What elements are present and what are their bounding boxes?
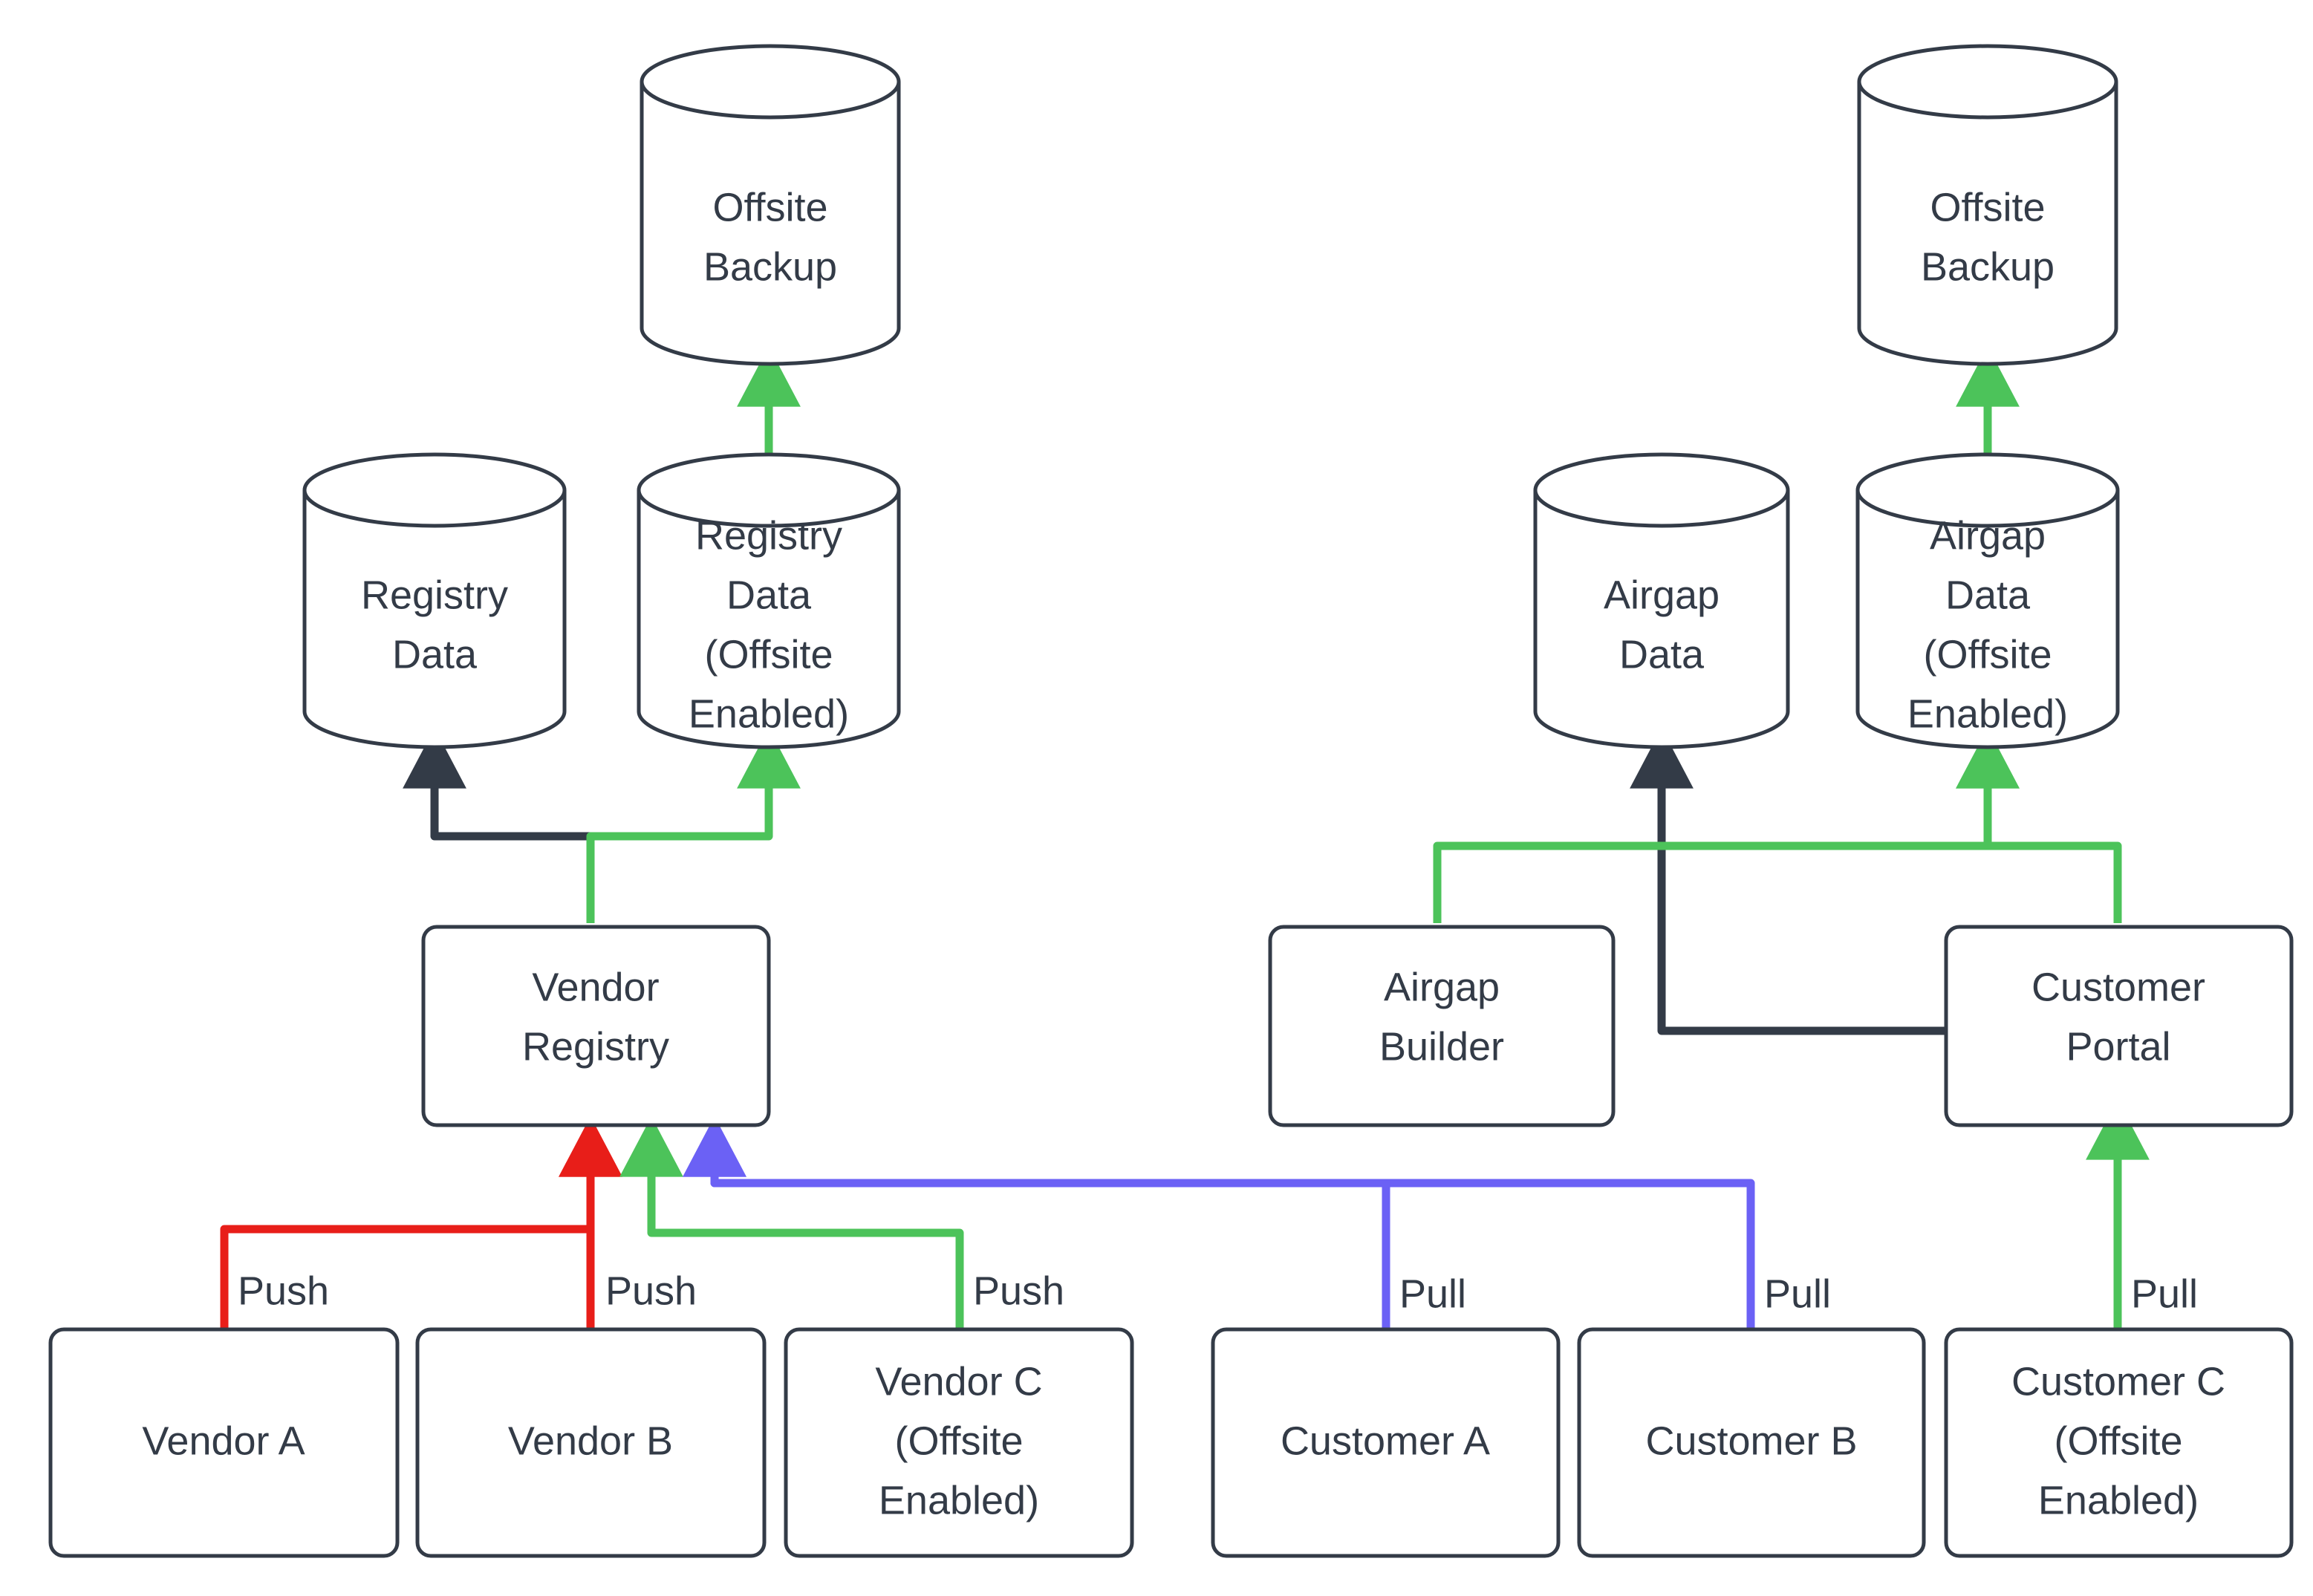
node-label: Enabled) [1907,691,2068,736]
node-airgap-builder[interactable]: Airgap Builder [1268,925,1616,1127]
node-label: Registry [522,1024,669,1069]
node-label: Customer A [1281,1419,1490,1463]
edge-label-pull-3: Pull [2131,1271,2198,1316]
node-label: Registry [695,513,842,558]
node-vendor-a[interactable]: Vendor A [48,1327,400,1558]
node-label: Enabled) [2038,1478,2199,1522]
node-registry-data-offsite[interactable]: Registry Data (Offsite Enabled) [637,452,901,749]
node-label: Portal [2066,1024,2170,1069]
node-label: Registry [361,573,508,617]
node-label: Data [392,632,478,677]
node-airgap-data[interactable]: Airgap Data [1533,452,1790,749]
node-customer-b[interactable]: Customer B [1577,1327,1926,1558]
node-label: Customer B [1645,1419,1857,1463]
node-vendor-registry[interactable]: Vendor Registry [421,925,771,1127]
edge-label-push-1: Push [238,1268,329,1313]
node-label: Airgap [1930,513,2046,558]
node-label: (Offsite [2054,1419,2182,1463]
edge-airgap-builder-to-airgap-data-offsite [1433,728,2020,923]
node-label: Backup [1921,244,2055,289]
node-label: Customer [2031,965,2205,1009]
edge-customer-portal-to-airgap-data-offsite [1956,728,2122,923]
node-label: Vendor A [142,1419,305,1463]
edge-vendor-registry-to-registry-data [403,728,595,923]
edge-vendor-registry-to-registry-data-offsite [586,728,801,923]
edge-customer-b-pull [683,1116,1755,1329]
edge-label-pull-1: Pull [1399,1271,1466,1316]
node-label: (Offsite [894,1419,1023,1463]
node-customer-c[interactable]: Customer C (Offsite Enabled) [1944,1327,2294,1558]
node-label: Enabled) [689,691,849,736]
node-customer-portal[interactable]: Customer Portal [1944,925,2294,1127]
node-label: Data [726,573,812,617]
edge-customer-portal-to-airgap-data [1630,728,1946,1035]
node-label: Offsite [712,185,827,229]
node-label: Vendor B [508,1419,673,1463]
node-offsite-backup-left[interactable]: Offsite Backup [640,44,901,366]
node-vendor-b[interactable]: Vendor B [415,1327,767,1558]
node-label: (Offsite [704,632,833,677]
node-registry-data[interactable]: Registry Data [302,452,567,749]
edge-label-push-3: Push [973,1268,1064,1313]
node-label: Customer C [2011,1359,2225,1404]
node-label: (Offsite [1923,632,2052,677]
node-label: Vendor [532,965,659,1009]
node-label: Backup [703,244,837,289]
node-vendor-c[interactable]: Vendor C (Offsite Enabled) [784,1327,1134,1558]
node-label: Airgap [1384,965,1500,1009]
node-label: Offsite [1930,185,2045,229]
node-label: Data [1619,632,1705,677]
node-label: Airgap [1604,573,1720,617]
edge-label-pull-2: Pull [1764,1271,1831,1316]
node-label: Enabled) [879,1478,1039,1522]
edge-label-push-2: Push [605,1268,697,1313]
node-label: Data [1945,573,2031,617]
edge-vendor-c-push [619,1116,964,1329]
node-label: Builder [1379,1024,1504,1069]
node-airgap-data-offsite[interactable]: Airgap Data (Offsite Enabled) [1855,452,2120,749]
node-offsite-backup-right[interactable]: Offsite Backup [1857,44,2118,366]
node-customer-a[interactable]: Customer A [1211,1327,1561,1558]
node-label: Vendor C [875,1359,1042,1404]
